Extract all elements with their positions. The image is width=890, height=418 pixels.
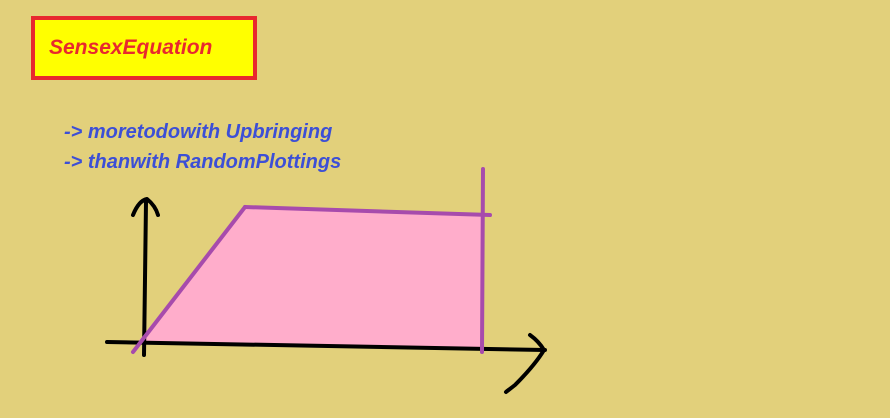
axes [105, 197, 547, 394]
x-axis [105, 340, 547, 352]
top-edge [243, 205, 492, 217]
title-box: SensexEquation [31, 16, 257, 80]
shaded-region [137, 207, 483, 350]
note-line-random-plottings: -> thanwith RandomPlottings [64, 151, 342, 173]
right-vertical-edge [480, 167, 485, 354]
rising-edge [131, 205, 247, 354]
x-axis-arrowhead [504, 333, 546, 394]
outline [131, 167, 492, 354]
title-text: SensexEquation [49, 36, 213, 59]
y-axis-arrowhead [131, 197, 160, 217]
notes-block: -> moretodowith Upbringing -> thanwith R… [64, 117, 341, 177]
note-line-upbringing: -> moretodowith Upbringing [64, 121, 333, 143]
y-axis [142, 200, 148, 357]
